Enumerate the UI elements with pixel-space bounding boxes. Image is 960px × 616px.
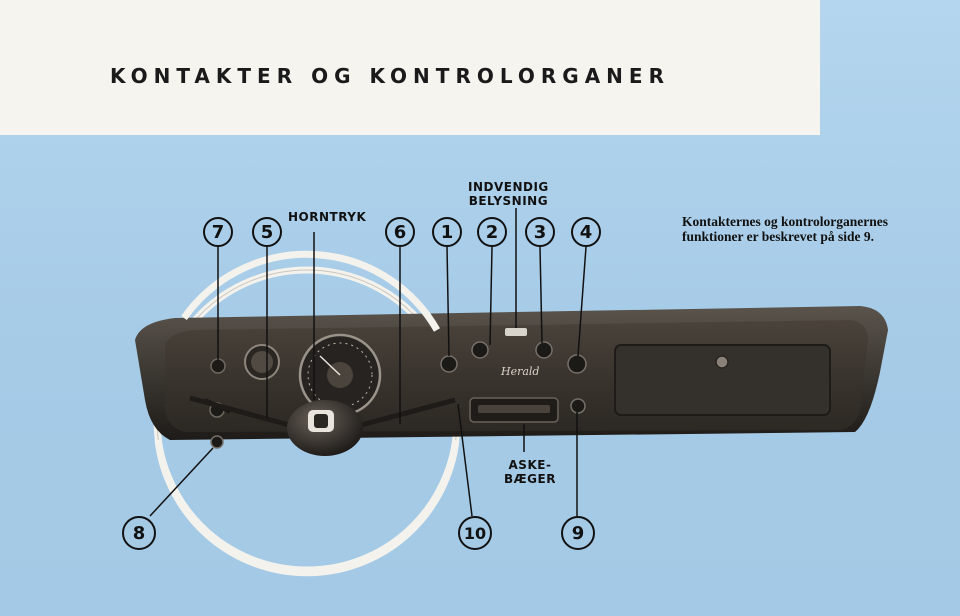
callout-8: 8 [122,516,156,550]
glovebox-lock [715,355,729,369]
glovebox [614,344,831,416]
callout-7: 7 [203,217,233,247]
callout-9: 9 [561,516,595,550]
description-text: Kontakternes og kontrolorganernes funkti… [682,214,888,244]
control-2 [471,341,489,359]
control-3 [535,341,553,359]
callout-10: 10 [458,516,492,550]
callout-6: 6 [385,217,415,247]
page-title: KONTAKTER OG KONTROLORGANER [110,64,670,88]
switch-7 [210,358,226,374]
control-1 [440,355,458,373]
interior-light-label: INDVENDIG BELYSNING [468,180,549,208]
callout-2: 2 [477,217,507,247]
control-9 [570,398,586,414]
callout-3: 3 [525,217,555,247]
horn-label: HORNTRYK [288,210,367,224]
callout-4: 4 [571,217,601,247]
callout-5: 5 [252,217,282,247]
ashtray-label: ASKE- BÆGER [504,458,556,486]
interior-light [505,328,527,336]
herald-badge: Herald [500,365,539,378]
callout-1: 1 [432,217,462,247]
header-band: KONTAKTER OG KONTROLORGANER [0,0,820,135]
control-4 [567,354,587,374]
control-8 [210,435,224,449]
